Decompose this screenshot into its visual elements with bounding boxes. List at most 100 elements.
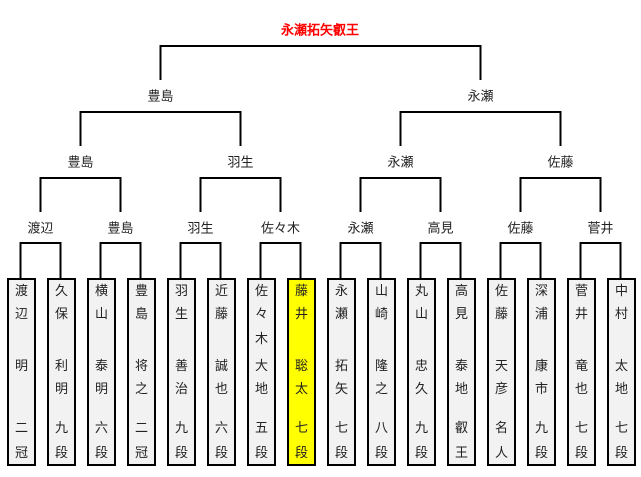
name-char: 山 [94, 307, 108, 322]
name-char: 横 [94, 284, 108, 299]
round-winner-label: 佐々木 [260, 221, 301, 237]
name-char: 矢 [334, 382, 348, 397]
name-char: 二 [134, 421, 148, 436]
player-box: 近藤誠也六段近藤誠也六段 [207, 278, 236, 466]
name-char: 段 [574, 446, 588, 461]
name-char: 佐 [494, 284, 508, 299]
name-char: 瀬 [334, 307, 348, 322]
round-winner-label: 豊島 [147, 89, 174, 105]
name-char: 菅 [574, 284, 588, 299]
name-char: 井 [574, 307, 588, 322]
round-winner-label: 羽生 [227, 155, 254, 171]
name-char: 太 [294, 382, 308, 397]
name-char: 豊 [134, 284, 148, 299]
name-char: 山 [374, 284, 388, 299]
name-char: 名 [494, 421, 508, 436]
name-char: 渡 [14, 284, 28, 299]
player-box: 山崎隆之八段山崎隆之八段 [367, 278, 396, 466]
name-char: 也 [214, 382, 228, 397]
name-char: 地 [614, 382, 628, 397]
name-char: 王 [454, 446, 468, 461]
round-winner-label: 佐藤 [507, 221, 534, 237]
player-box: 佐藤天彦名人佐藤天彦名人 [487, 278, 516, 466]
name-char: 段 [54, 446, 68, 461]
name-char: 段 [174, 446, 188, 461]
name-char: 段 [534, 446, 548, 461]
round-winner-label: 豊島 [107, 221, 134, 237]
name-char: 冠 [134, 446, 148, 461]
player-box: 中村太地七段中村太地七段 [607, 278, 636, 466]
name-char: 明 [14, 359, 28, 374]
name-char: 地 [254, 382, 268, 397]
name-char: 村 [614, 307, 628, 322]
player-box: 菅井竜也七段菅井竜也七段 [567, 278, 596, 466]
name-char: 也 [574, 382, 588, 397]
name-char: 九 [54, 421, 68, 436]
player-box: 渡辺明二冠渡辺明二冠 [7, 278, 36, 466]
name-char: 八 [374, 421, 388, 436]
name-char: 保 [54, 307, 68, 322]
name-char: 辺 [14, 307, 28, 322]
champion-label: 永瀬拓矢叡王 [280, 23, 360, 39]
name-char: 天 [494, 359, 508, 374]
name-char: 崎 [374, 307, 388, 322]
name-char: 久 [54, 284, 68, 299]
player-box: 豊島将之二冠豊島将之二冠 [127, 278, 156, 466]
name-char: 康 [534, 359, 548, 374]
player-box: 横山泰明六段横山泰明六段 [87, 278, 116, 466]
name-char: 七 [294, 421, 308, 436]
name-char: 久 [414, 382, 428, 397]
name-char: 井 [294, 307, 308, 322]
name-char: 九 [534, 421, 548, 436]
name-char: 泰 [94, 359, 108, 374]
name-char: 中 [614, 284, 628, 299]
name-char: 六 [94, 421, 108, 436]
name-char: 之 [374, 382, 388, 397]
name-char: 木 [254, 332, 268, 347]
name-char: 太 [614, 359, 628, 374]
player-box: 高見泰地叡王高見泰地叡王 [447, 278, 476, 466]
name-char: 見 [454, 307, 468, 322]
name-char: 藤 [494, 307, 508, 322]
round-winner-label: 菅井 [587, 221, 614, 237]
player-box: 丸山忠久九段丸山忠久九段 [407, 278, 436, 466]
name-char: 浦 [534, 307, 548, 322]
name-char: 島 [134, 307, 148, 322]
name-char: 彦 [494, 382, 508, 397]
name-char: 大 [254, 359, 268, 374]
name-char: 段 [414, 446, 428, 461]
player-box: 久保利明九段久保利明九段 [47, 278, 76, 466]
round-winner-label: 永瀬 [347, 221, 374, 237]
name-char: 竜 [574, 359, 588, 374]
name-char: 段 [214, 446, 228, 461]
name-char: 聡 [294, 359, 308, 374]
player-box: 藤井聡太七段藤井聡太七段 [287, 278, 316, 466]
name-char: 治 [174, 382, 188, 397]
name-char: 段 [254, 446, 268, 461]
name-char: 佐 [254, 284, 268, 299]
player-box: 深浦康市九段深浦康市九段 [527, 278, 556, 466]
name-char: 明 [54, 382, 68, 397]
name-char: 地 [454, 382, 468, 397]
name-char: 段 [614, 446, 628, 461]
name-char: 善 [174, 359, 188, 374]
name-char: 段 [374, 446, 388, 461]
name-char: 七 [334, 421, 348, 436]
name-char: 人 [494, 446, 508, 461]
name-char: 六 [214, 421, 228, 436]
round-winner-label: 永瀬 [387, 155, 414, 171]
player-box: 永瀬拓矢七段永瀬拓矢七段 [327, 278, 356, 466]
name-char: 羽 [174, 284, 188, 299]
name-char: 冠 [14, 446, 28, 461]
name-char: 山 [414, 307, 428, 322]
round-winner-label: 永瀬 [467, 89, 494, 105]
name-char: 生 [174, 307, 188, 322]
name-char: 七 [614, 421, 628, 436]
name-char: 永 [334, 284, 348, 299]
round-winner-label: 渡辺 [27, 221, 54, 237]
round-winner-label: 豊島 [67, 155, 94, 171]
name-char: 将 [134, 359, 148, 374]
name-char: 九 [174, 421, 188, 436]
name-char: 二 [14, 421, 28, 436]
